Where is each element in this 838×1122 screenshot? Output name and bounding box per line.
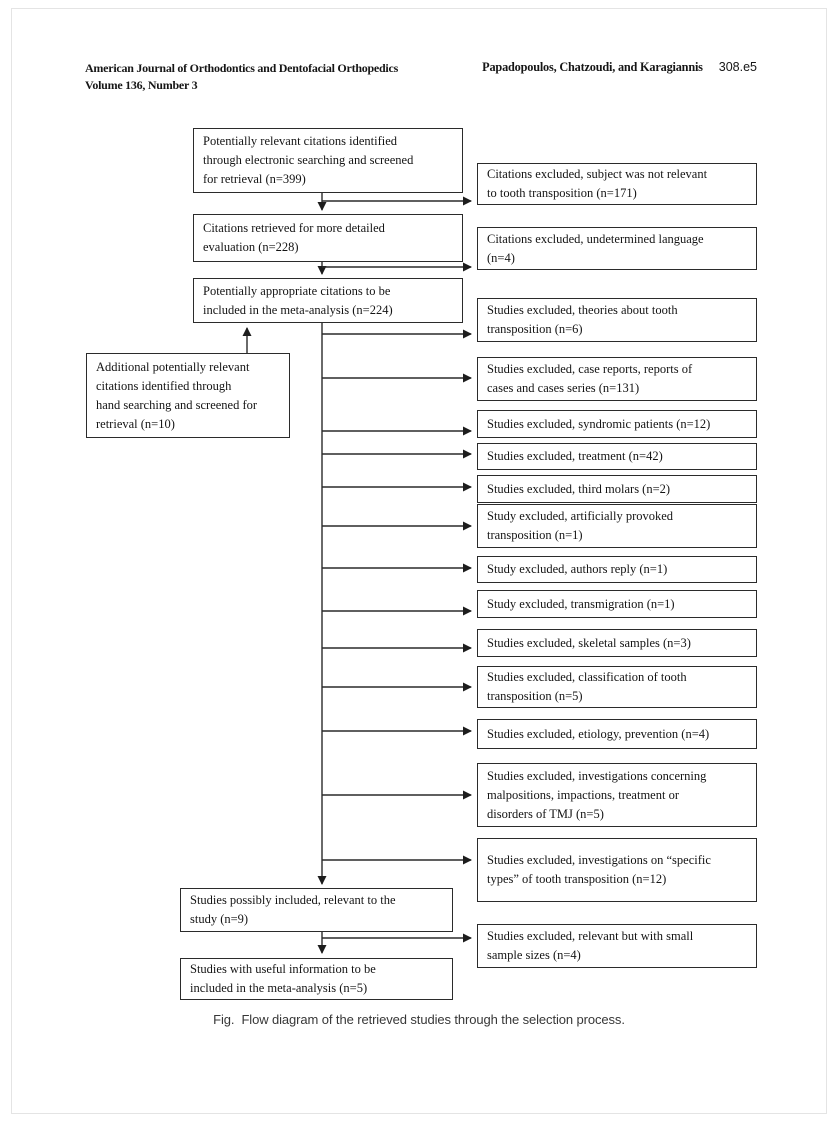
box-possibly-included: Studies possibly included, relevant to t… (180, 888, 453, 932)
box-theories: Studies excluded, theories about tooth t… (477, 298, 757, 342)
box-treatment: Studies excluded, treatment (n=42) (477, 443, 757, 470)
box-retrieved-detailed: Citations retrieved for more detailed ev… (193, 214, 463, 262)
box-transmigration: Study excluded, transmigration (n=1) (477, 590, 757, 618)
box-authors-reply: Study excluded, authors reply (n=1) (477, 556, 757, 583)
box-classification: Studies excluded, classification of toot… (477, 666, 757, 708)
box-third-molars: Studies excluded, third molars (n=2) (477, 475, 757, 503)
journal-running-head: American Journal of Orthodontics and Den… (85, 60, 398, 93)
box-undetermined-language: Citations excluded, undetermined languag… (477, 227, 757, 270)
box-etiology-prevention: Studies excluded, etiology, prevention (… (477, 719, 757, 749)
box-skeletal-samples: Studies excluded, skeletal samples (n=3) (477, 629, 757, 657)
authors-running-head: Papadopoulos, Chatzoudi, and Karagiannis… (482, 60, 757, 75)
box-appropriate-citations: Potentially appropriate citations to be … (193, 278, 463, 323)
box-small-sample-sizes: Studies excluded, relevant but with smal… (477, 924, 757, 968)
box-specific-types: Studies excluded, investigations on “spe… (477, 838, 757, 902)
box-not-relevant: Citations excluded, subject was not rele… (477, 163, 757, 205)
header-page-number: 308.e5 (718, 60, 757, 74)
header-authors: Papadopoulos, Chatzoudi, and Karagiannis (482, 60, 703, 74)
journal-volume-line: Volume 136, Number 3 (85, 77, 198, 92)
box-artificially-provoked: Study excluded, artificially provoked tr… (477, 504, 757, 548)
box-electronic-search: Potentially relevant citations identifie… (193, 128, 463, 193)
box-syndromic-patients: Studies excluded, syndromic patients (n=… (477, 410, 757, 438)
figure-caption: Fig. Flow diagram of the retrieved studie… (0, 1012, 838, 1027)
caption-label: Fig. (213, 1012, 235, 1027)
journal-name-line: American Journal of Orthodontics and Den… (85, 61, 398, 75)
box-tmj-disorders: Studies excluded, investigations concern… (477, 763, 757, 827)
box-useful-information: Studies with useful information to be in… (180, 958, 453, 1000)
box-case-reports: Studies excluded, case reports, reports … (477, 357, 757, 401)
box-hand-search: Additional potentially relevant citation… (86, 353, 290, 438)
caption-text: Flow diagram of the retrieved studies th… (241, 1012, 625, 1027)
